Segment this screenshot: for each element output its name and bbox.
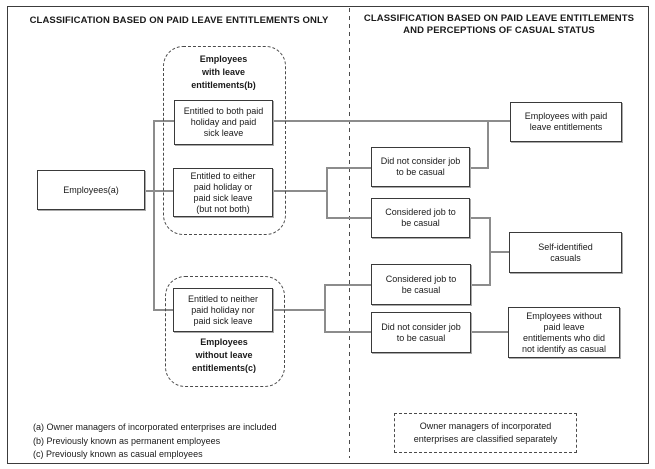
- connector-line: [273, 190, 327, 192]
- did-not-consider-casual-top-box: Did not consider job to be casual: [371, 147, 470, 187]
- connector-line: [325, 331, 372, 333]
- connector-line: [145, 190, 173, 192]
- connector-line: [327, 217, 372, 219]
- footnote-a: (a) Owner managers of incorporated enter…: [33, 422, 277, 432]
- connector-line: [470, 217, 490, 219]
- connector-line: [471, 284, 490, 286]
- owner-managers-note-box: Owner managers of incorporated enterpris…: [394, 413, 577, 453]
- connector-line: [154, 120, 175, 122]
- connector-line: [327, 167, 372, 169]
- with-leave-group-title: Employees with leave entitlements(b): [191, 54, 256, 90]
- connector-line: [326, 167, 328, 219]
- left-section-title: CLASSIFICATION BASED ON PAID LEAVE ENTIT…: [29, 15, 329, 26]
- employees-with-paid-leave-box: Employees with paid leave entitlements: [510, 102, 622, 142]
- connector-line: [153, 120, 155, 311]
- considered-casual-bottom-box: Considered job to be casual: [371, 264, 471, 305]
- connector-line: [324, 284, 326, 333]
- did-not-consider-casual-bottom-box: Did not consider job to be casual: [371, 312, 471, 353]
- footnote-b: (b) Previously known as permanent employ…: [33, 435, 221, 446]
- employees-box: Employees(a): [37, 170, 145, 210]
- footnote-c: (c) Previously known as casual employees: [33, 449, 203, 459]
- connector-line: [490, 251, 510, 253]
- without-leave-group-title: Employees without leave entitlements(c): [191, 337, 256, 373]
- connector-line: [273, 120, 510, 122]
- employees-without-paid-leave-box: Employees without paid leave entitlement…: [508, 307, 620, 358]
- connector-line: [487, 120, 489, 169]
- right-section-title: CLASSIFICATION BASED ON PAID LEAVE ENTIT…: [363, 13, 635, 36]
- connector-line: [325, 284, 372, 286]
- connector-line: [273, 309, 325, 311]
- diagram-border: [7, 6, 649, 464]
- connector-line: [471, 331, 509, 333]
- connector-line: [470, 167, 489, 169]
- connector-line: [154, 309, 174, 311]
- with-leave-entitlements-group: [163, 46, 286, 235]
- entitled-neither-box: Entitled to neither paid holiday nor pai…: [173, 288, 273, 332]
- entitled-both-box: Entitled to both paid holiday and paid s…: [174, 100, 273, 145]
- self-identified-casuals-box: Self-identified casuals: [509, 232, 622, 273]
- without-leave-entitlements-group: [165, 276, 285, 387]
- entitled-either-box: Entitled to either paid holiday or paid …: [173, 168, 273, 217]
- considered-casual-top-box: Considered job to be casual: [371, 198, 470, 238]
- section-divider: [349, 8, 350, 458]
- footnotes: (a) Owner managers of incorporated enter…: [33, 421, 277, 462]
